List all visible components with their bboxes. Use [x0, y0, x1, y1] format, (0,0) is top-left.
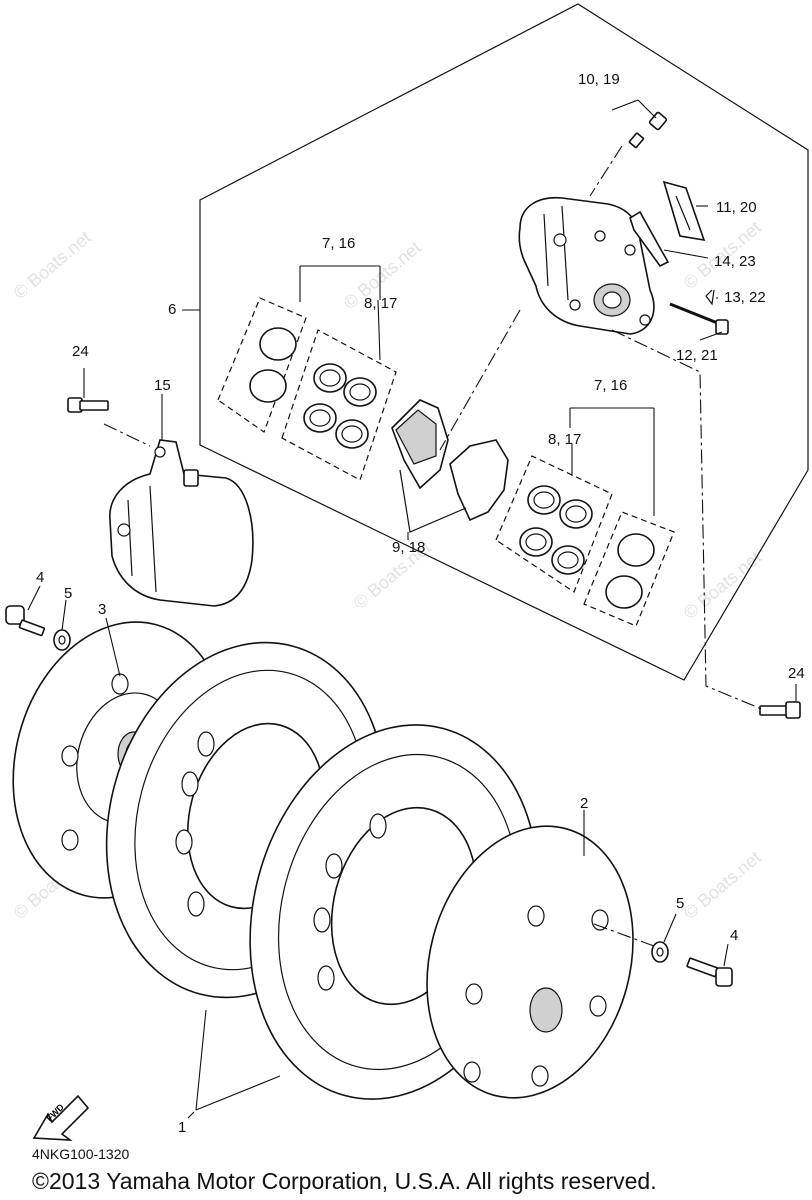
caliper-bolt-right[interactable]	[759, 701, 801, 719]
left-brake-caliper[interactable]	[109, 439, 254, 607]
bleed-screw[interactable]	[628, 111, 668, 149]
piston-group-right	[583, 511, 675, 627]
seals-top[interactable]	[303, 363, 377, 449]
callout-12-21: 12, 21	[676, 347, 718, 364]
callout-14-23: 14, 23	[714, 253, 756, 270]
spring-pin[interactable]	[705, 289, 715, 306]
pad-spring[interactable]	[662, 180, 706, 242]
disc-bolt-left[interactable]	[5, 605, 46, 637]
callout-6: 6	[168, 301, 176, 318]
diagram-code: 4NKG100-1320	[32, 1146, 130, 1162]
pistons-top[interactable]	[249, 327, 297, 403]
callout-9-18: 9, 18	[392, 539, 425, 556]
caliper-assembly-boundary	[199, 3, 809, 681]
callout-2: 2	[580, 795, 588, 812]
pad-pin[interactable]	[669, 302, 729, 335]
piston-group-top	[217, 297, 307, 433]
pistons-right[interactable]	[605, 533, 655, 609]
watermark: © Boats.net	[10, 227, 95, 303]
callout-8-17-top: 8, 17	[364, 295, 397, 312]
callout-4-left: 4	[36, 569, 44, 586]
washer-right[interactable]	[651, 941, 669, 963]
callout-10-19: 10, 19	[578, 71, 620, 88]
fwd-arrow: FWD	[32, 1094, 90, 1141]
watermark: © Boats.net	[680, 547, 765, 623]
seal-group-top	[281, 329, 397, 481]
callout-4-right: 4	[730, 927, 738, 944]
callout-8-17-right: 8, 17	[548, 431, 581, 448]
callout-24-left: 24	[72, 343, 89, 360]
callout-labels: 1 2 3 4 4 5 5 6 7, 16 8, 17 7, 16 8, 17 …	[36, 71, 805, 1136]
brake-pads[interactable]	[391, 399, 509, 533]
pad-clip[interactable]	[629, 210, 670, 268]
copyright-notice: ©2013 Yamaha Motor Corporation, U.S.A. A…	[32, 1168, 657, 1194]
callout-5-right: 5	[676, 895, 684, 912]
caliper-bolt-left[interactable]	[67, 397, 109, 413]
seals-right[interactable]	[519, 485, 593, 575]
callout-11-20: 11, 20	[716, 199, 757, 216]
callout-7-16-top: 7, 16	[322, 235, 355, 252]
disc-cover-right[interactable]	[398, 803, 663, 1121]
seal-group-right	[495, 455, 613, 593]
disc-bolt-right[interactable]	[686, 957, 733, 987]
callout-7-16-right: 7, 16	[594, 377, 627, 394]
alignment-lines	[103, 145, 765, 947]
right-brake-caliper[interactable]	[518, 196, 655, 335]
callout-1: 1	[178, 1119, 186, 1136]
callout-24-right: 24	[788, 665, 805, 682]
callout-5-left: 5	[64, 585, 72, 602]
leader-lines	[27, 99, 797, 1119]
callout-15: 15	[154, 377, 171, 394]
callout-3: 3	[98, 601, 106, 618]
washer-left[interactable]	[53, 629, 71, 651]
callout-13-22: 13, 22	[724, 289, 766, 306]
watermark: © Boats.net	[680, 847, 765, 923]
